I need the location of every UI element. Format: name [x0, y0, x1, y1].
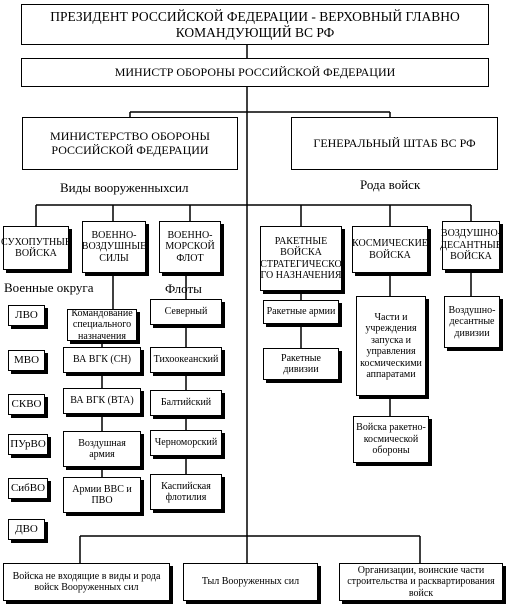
space-forces-box: КОСМИЧЕСКИЕ ВОЙСКА: [352, 226, 428, 273]
space-unit-box: Части и учреждения запуска и управления …: [356, 296, 426, 396]
district-box: СКВО: [8, 394, 45, 415]
rvsn-unit-box: Ракетные армии: [263, 300, 339, 324]
rvsn-box: РАКЕТНЫЕ ВОЙСКА СТРАТЕГИЧЕСКО ГО НАЗНАЧЕ…: [260, 226, 342, 291]
label-okruga: Военные округа: [4, 280, 94, 295]
bottom-box-logistics: Тыл Вооруженных сил: [183, 563, 318, 601]
air-unit-box: Армии ВВС и ПВО: [63, 477, 141, 513]
air-unit-box: ВА ВГК (СН): [63, 347, 141, 373]
district-box: МВО: [8, 350, 45, 371]
district-box: ДВО: [8, 519, 45, 540]
air-force-box: ВОЕННО-ВОЗДУШНЫЕ СИЛЫ: [82, 221, 146, 273]
ministry-box: МИНИСТЕРСТВО ОБОРОНЫ РОССИЙСКОЙ ФЕДЕРАЦИ…: [22, 117, 238, 170]
district-box: ЛВО: [8, 305, 45, 326]
air-unit-box: Командование специального назначения: [67, 308, 137, 342]
airborne-unit-box: Воздушно-десантные дивизии: [444, 296, 500, 348]
air-unit-box: Воздушная армия: [63, 431, 141, 467]
label-rody: Рода войск: [360, 177, 421, 192]
navy-box: ВОЕННО-МОРСКОЙ ФЛОТ: [159, 221, 221, 273]
fleet-box: Балтийский: [150, 390, 222, 416]
minister-box: МИНИСТР ОБОРОНЫ РОССИЙСКОЙ ФЕДЕРАЦИИ: [21, 58, 489, 87]
district-box: ПУрВО: [8, 434, 48, 455]
fleet-box: Тихоокеанский: [150, 347, 222, 373]
district-box: СибВО: [8, 478, 48, 499]
space-unit-box: Войска ракетно-космической обороны: [353, 416, 429, 463]
president-box: ПРЕЗИДЕНТ РОССИЙСКОЙ ФЕДЕРАЦИИ - ВЕРХОВН…: [21, 4, 489, 45]
bottom-box-construction: Организации, воинские части строительств…: [339, 563, 503, 601]
rvsn-unit-box: Ракетные дивизии: [263, 348, 339, 380]
general-staff-box: ГЕНЕРАЛЬНЫЙ ШТАБ ВС РФ: [291, 117, 498, 170]
label-floty: Флоты: [165, 281, 202, 296]
label-vidy: Виды вооруженныхсил: [60, 180, 189, 195]
fleet-box: Северный: [150, 299, 222, 325]
bottom-box-other-troops: Войска не входящие в виды и рода войск В…: [3, 563, 170, 601]
fleet-box: Черноморский: [150, 430, 222, 456]
ground-forces-box: СУХОПУТНЫЕ ВОЙСКА: [1, 226, 71, 270]
airborne-forces-box: ВОЗДУШНО-ДЕСАНТНЫЕ ВОЙСКА: [440, 221, 502, 270]
air-unit-box: ВА ВГК (ВТА): [63, 388, 141, 414]
fleet-box: Каспийская флотилия: [150, 474, 222, 510]
